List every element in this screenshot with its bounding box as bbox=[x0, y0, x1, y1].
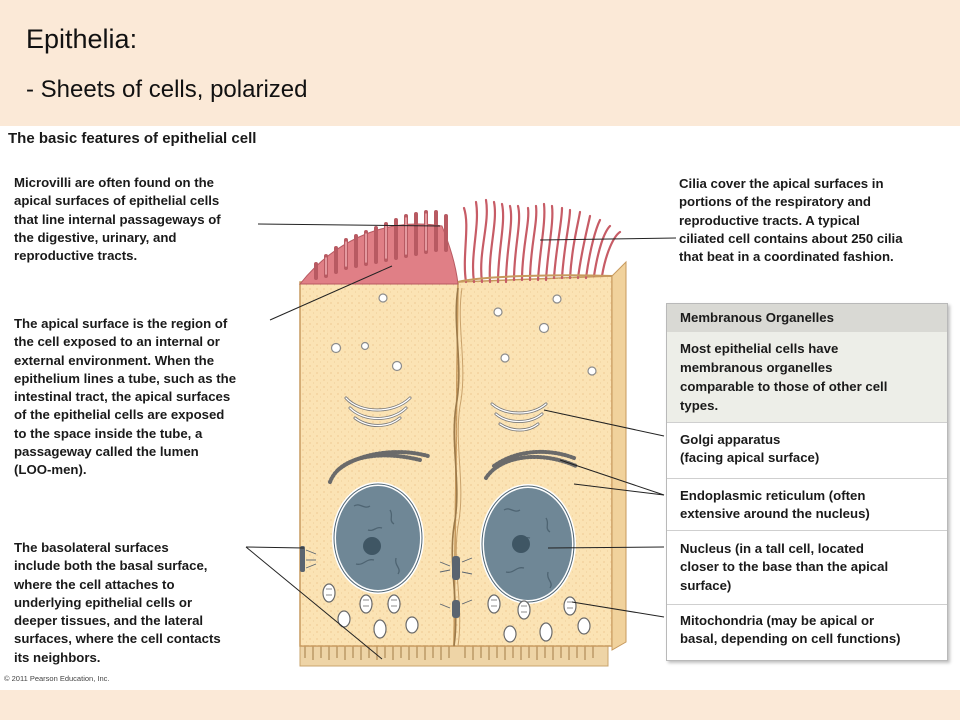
copyright: © 2011 Pearson Education, Inc. bbox=[4, 674, 110, 683]
panel-intro: Most epithelial cells have membranous or… bbox=[667, 332, 947, 422]
nucleus-label: Nucleus (in a tall cell, located closer … bbox=[680, 541, 889, 593]
slide-title: Epithelia: bbox=[26, 24, 138, 54]
er-label: Endoplasmic reticulum (often extensive a… bbox=[680, 488, 870, 522]
cilia-note: Cilia cover the apical surfaces in porti… bbox=[679, 176, 903, 265]
figure-epithelial-cell: The basic features of epithelial cell Mi… bbox=[0, 126, 960, 690]
apical-surface-note: The apical surface is the region of the … bbox=[14, 316, 237, 478]
lumen-term: lumen bbox=[159, 444, 199, 460]
membranous-organelles-panel: Membranous Organelles Most epithelial ce… bbox=[666, 303, 948, 661]
slide-bullet: - Sheets of cells, polarized bbox=[26, 76, 308, 103]
panel-divider bbox=[667, 604, 947, 605]
figure-title: The basic features of epithelial cell bbox=[8, 130, 257, 147]
cell-illustration bbox=[245, 198, 677, 667]
basolateral-note: The basolateral surfaces include both th… bbox=[14, 540, 221, 665]
basolateral-term: basolateral surfaces bbox=[41, 540, 169, 555]
mitochondria-label: Mitochondria (may be apical or basal, de… bbox=[680, 613, 901, 647]
panel-divider bbox=[667, 530, 947, 531]
golgi-label: Golgi apparatus (facing apical surface) bbox=[680, 432, 820, 466]
panel-divider bbox=[667, 422, 947, 423]
microvilli-note: Microvilli are often found on the apical… bbox=[14, 175, 221, 264]
panel-divider bbox=[667, 478, 947, 479]
panel-header: Membranous Organelles bbox=[667, 304, 947, 332]
